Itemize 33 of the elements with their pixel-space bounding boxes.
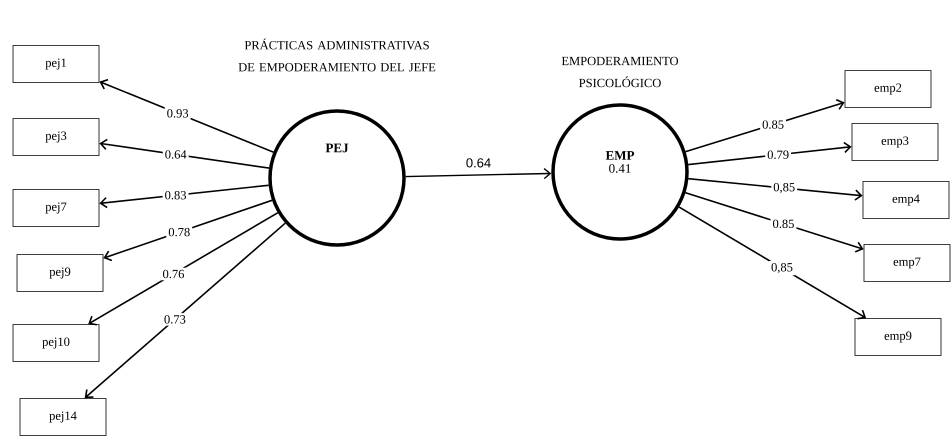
indicator-box: emp7 [864, 244, 950, 282]
arrow [678, 206, 866, 320]
edge-label: 0.64 [162, 148, 189, 161]
edge-label: 0.73 [162, 313, 188, 326]
edge-label: 0.78 [166, 226, 192, 238]
indicator-box: pej1 [12, 45, 100, 83]
edge-label: 0,85 [769, 261, 795, 276]
indicator-box: emp9 [854, 318, 942, 356]
edge-label: 0.64 [466, 158, 491, 168]
indicator-box: pej3 [12, 118, 100, 156]
edge-label: 0.85 [760, 118, 786, 131]
latent-variable-circle [268, 109, 406, 247]
indicator-box: pej7 [12, 189, 100, 227]
edge-label: 0.85 [770, 218, 796, 230]
edge-label: 0.93 [164, 107, 191, 120]
latent-variable-circle [551, 103, 689, 241]
arrow [84, 222, 286, 398]
indicator-box: pej14 [20, 398, 106, 436]
arrow [88, 212, 278, 326]
construct-title: PRÁCTICAS ADMINISTRATIVAS DE EMPODERAMIENTO DEL JEFE [238, 38, 436, 72]
variable-label: EMP 0.41 [606, 151, 634, 173]
indicator-box: pej9 [16, 254, 104, 292]
indicator-box: emp4 [862, 181, 950, 219]
indicator-box: emp3 [852, 123, 938, 161]
edge-label: 0.79 [765, 148, 792, 161]
arrow [406, 168, 552, 180]
indicator-box: emp2 [844, 70, 932, 108]
edge-label: 0.83 [162, 189, 188, 202]
variable-label: PEJ [326, 144, 348, 152]
edge-label: 0.76 [160, 268, 186, 280]
edge-label: 0,85 [771, 180, 798, 196]
indicator-box: pej10 [12, 324, 100, 362]
construct-title: EMPODERAMIENTO PSICOLÓGICO [562, 56, 678, 88]
